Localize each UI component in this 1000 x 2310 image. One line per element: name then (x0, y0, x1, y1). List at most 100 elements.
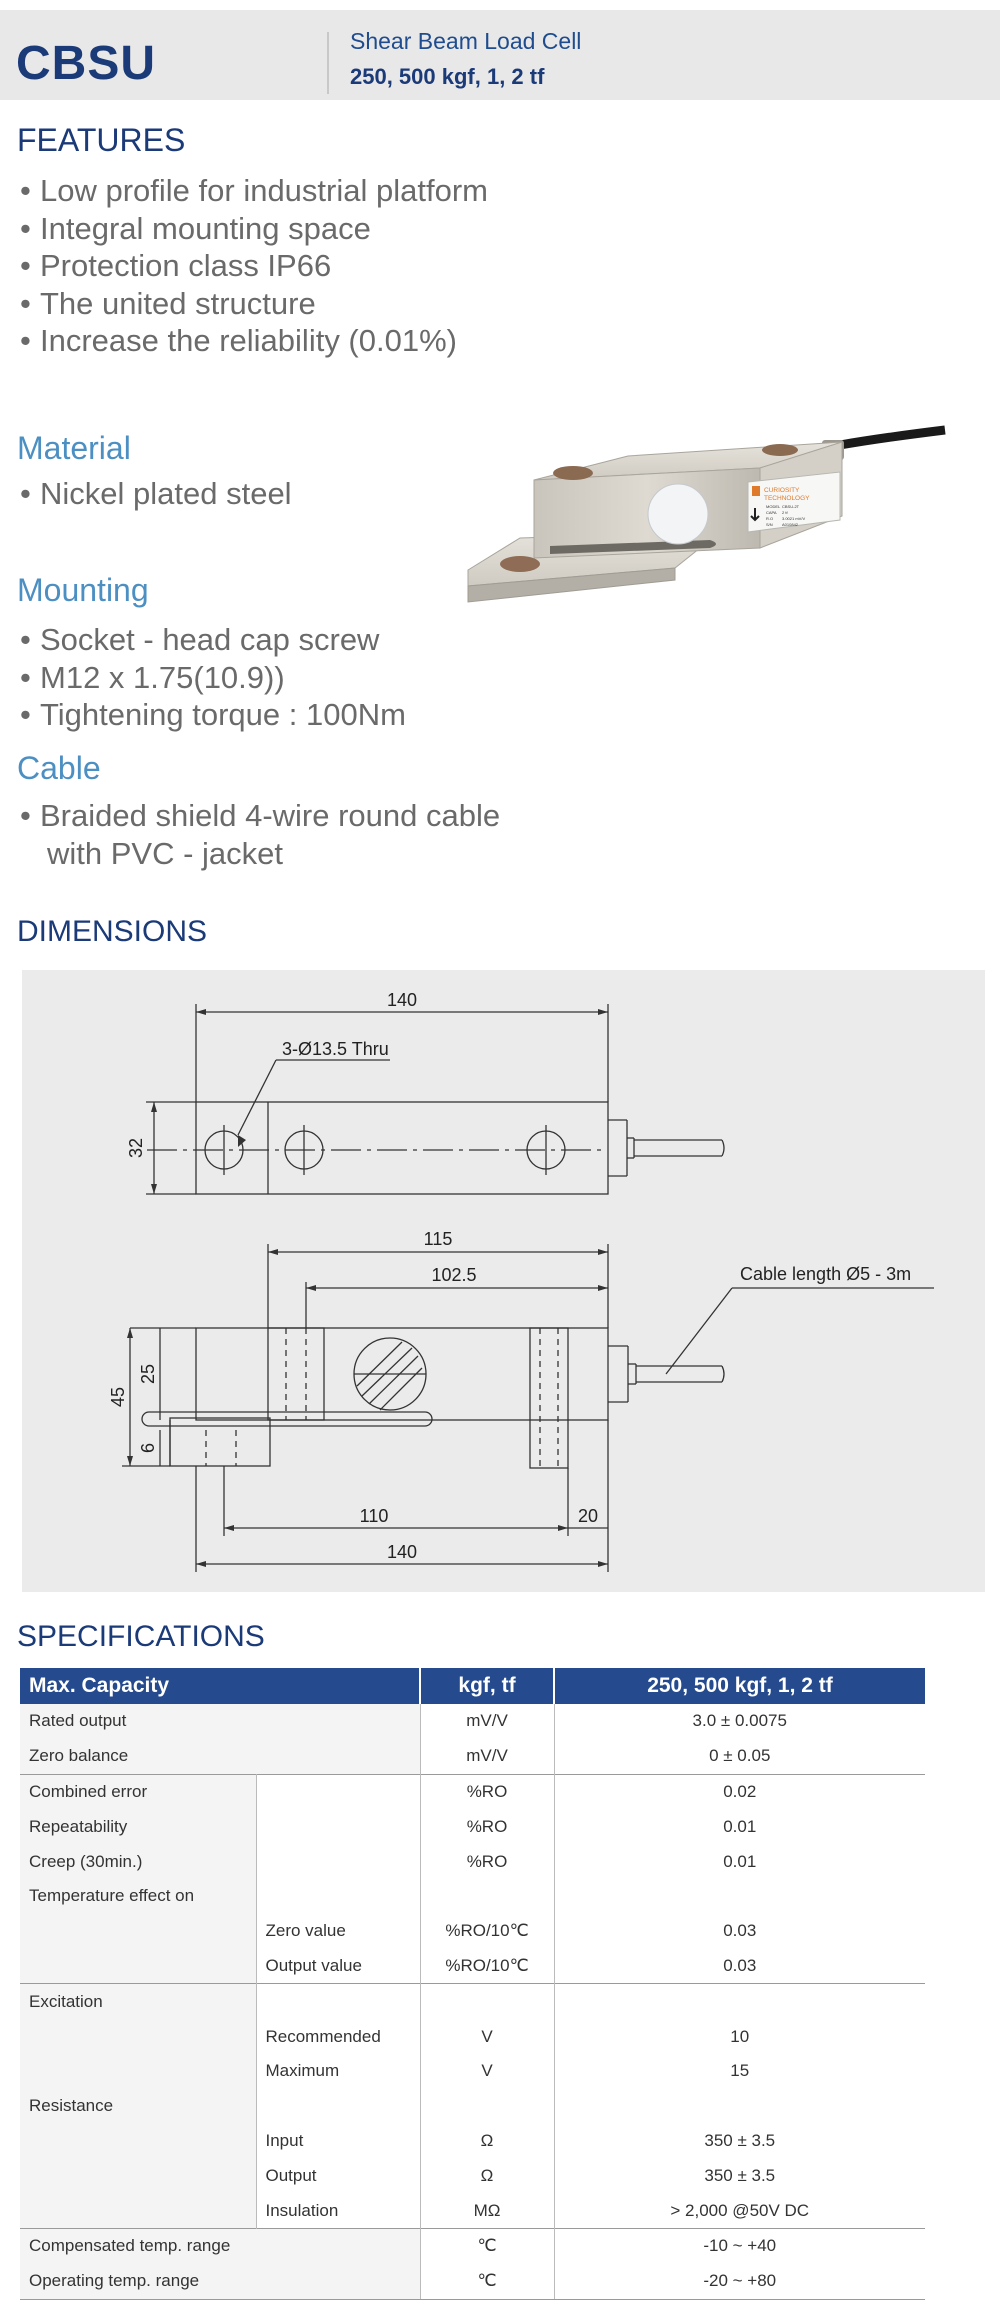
table-row: Temperature effect on (20, 1878, 925, 1914)
spec-value: 10 (730, 2026, 750, 2046)
spec-label: Zero balance (20, 1738, 421, 1775)
mounting-heading: Mounting (17, 572, 149, 608)
capacity-range: 250, 500 kgf, 1, 2 tf (350, 64, 545, 89)
spec-sub: Output (256, 2158, 421, 2194)
spec-unit: ℃ (420, 2227, 555, 2264)
material-heading: Material (17, 430, 131, 466)
spec-unit: V (420, 2053, 555, 2089)
header-divider (327, 32, 329, 94)
mounting-hole-icon (553, 466, 593, 480)
bullet-icon: • (20, 476, 31, 511)
spec-label (20, 1913, 257, 1949)
top-view-body (195, 1101, 609, 1195)
table-row: Input Ω 350 ± 3.5 (20, 2123, 925, 2159)
label-sn-value: A010842 (782, 522, 799, 527)
spec-sub: Zero value (256, 1913, 421, 1949)
mounting-list: •Socket - head cap screw •M12 x 1.75(10.… (20, 621, 406, 734)
label-ro-value: 3.0021 mV/V (782, 516, 805, 521)
spec-value: 0.03 (723, 1955, 757, 1975)
header-bar: CBSU Shear Beam Load Cell 250, 500 kgf, … (0, 10, 1000, 100)
dim-45: 45 (108, 1387, 128, 1407)
spec-sub (256, 1878, 421, 1914)
dim-top-height: 32 (126, 1138, 146, 1158)
specifications-heading: SPECIFICATIONS (17, 1620, 265, 1653)
column-header: kgf, tf (420, 1668, 555, 1704)
table-row: Excitation (20, 1983, 925, 2020)
bullet-icon: • (20, 622, 31, 657)
spec-value (554, 2089, 925, 2124)
dim-110: 110 (360, 1506, 389, 1526)
label-ro-field: R.O (766, 516, 773, 521)
table-header-row: Max. Capacity kgf, tf 250, 500 kgf, 1, 2… (20, 1668, 925, 1704)
dimension-drawing-panel: 140 3-Ø13.5 Thru 32 115 102.5 Cable leng… (22, 970, 985, 1592)
list-item: •Low profile for industrial platform (20, 173, 488, 208)
spec-value (554, 1879, 925, 1914)
list-item: •Tightening torque : 100Nm (20, 697, 406, 732)
brand-logo-icon (752, 486, 760, 496)
dim-20: 20 (578, 1506, 598, 1526)
spec-value: 0.03 (723, 1921, 757, 1941)
table-row: Output value %RO/10℃ 0.03 (20, 1948, 925, 1984)
spec-unit (420, 2088, 555, 2124)
dim-102-5: 102.5 (431, 1265, 476, 1285)
table-row: Maximum V 15 (20, 2053, 925, 2089)
spec-unit: V (420, 2019, 555, 2054)
dim-holes-label: 3-Ø13.5 Thru (282, 1039, 389, 1059)
spec-unit: %RO/10℃ (420, 1948, 555, 1984)
specifications-table: Max. Capacity kgf, tf 250, 500 kgf, 1, 2… (20, 1668, 925, 2300)
spec-value: 350 ± 3.5 (704, 2165, 776, 2185)
dim-6: 6 (138, 1443, 158, 1453)
spec-unit: %RO (420, 1773, 555, 1810)
table-row: Compensated temp. range ℃ -10 ~ +40 (20, 2227, 925, 2264)
spec-sub (256, 1809, 421, 1845)
table-row: Zero value %RO/10℃ 0.03 (20, 1913, 925, 1949)
spec-unit: ℃ (420, 2263, 555, 2300)
label-brand2: TECHNOLOGY (764, 495, 810, 502)
label-capa-value: 2 tf (782, 510, 788, 515)
list-item: •Integral mounting space (20, 210, 371, 246)
cable-description: •Braided shield 4-wire round cable with … (20, 797, 500, 872)
list-item: •Socket - head cap screw (20, 622, 380, 657)
spec-sub: Recommended (256, 2019, 421, 2054)
bullet-icon: • (20, 798, 31, 833)
spec-sub (256, 1773, 421, 1810)
spec-unit: Ω (420, 2123, 555, 2159)
spec-label: Temperature effect on (20, 1878, 257, 1914)
label-sn-field: S/N (766, 522, 773, 527)
list-item: •M12 x 1.75(10.9)) (20, 659, 285, 695)
spec-unit: MΩ (420, 2193, 555, 2229)
table-row: Zero balance mV/V 0 ± 0.05 (20, 1738, 925, 1775)
spec-label: Rated output (20, 1704, 421, 1739)
spec-value: 0 ± 0.05 (709, 1746, 771, 1766)
spec-sub: Output value (256, 1948, 421, 1984)
bullet-icon: • (20, 697, 31, 732)
spec-unit: %RO (420, 1844, 555, 1879)
column-header: Max. Capacity (20, 1668, 421, 1704)
spec-value: -10 ~ +40 (554, 2227, 925, 2264)
dim-cable-label: Cable length Ø5 - 3m (740, 1264, 911, 1284)
product-label: CURIOSITY TECHNOLOGY MODEL CBSU-2T CAPA … (747, 471, 841, 533)
spec-unit: mV/V (420, 1704, 555, 1739)
spec-sub: Insulation (256, 2193, 421, 2229)
bullet-icon: • (20, 323, 31, 358)
material-list: •Nickel plated steel (20, 475, 292, 513)
spec-label (20, 2123, 257, 2159)
spec-value (554, 1983, 925, 2020)
table-row: Resistance (20, 2088, 925, 2124)
model-name: CBSU (16, 37, 157, 90)
spec-label: Resistance (20, 2088, 257, 2124)
spec-label: Operating temp. range (20, 2263, 421, 2300)
spec-label (20, 2193, 257, 2229)
cable-heading: Cable (17, 750, 101, 786)
spec-label: Compensated temp. range (20, 2227, 421, 2264)
spec-value: 0.01 (723, 1851, 757, 1871)
spec-label: Excitation (20, 1983, 257, 2020)
label-model-field: MODEL (766, 504, 781, 509)
load-arrow-icon (750, 508, 760, 522)
spec-value: -20 ~ +80 (554, 2263, 925, 2300)
spec-label (20, 2053, 257, 2089)
dimension-drawing: 140 3-Ø13.5 Thru 32 115 102.5 Cable leng… (108, 990, 934, 1572)
dim-top-length: 140 (387, 990, 417, 1010)
column-header: 250, 500 kgf, 1, 2 tf (554, 1668, 925, 1704)
bullet-icon: • (20, 285, 31, 321)
